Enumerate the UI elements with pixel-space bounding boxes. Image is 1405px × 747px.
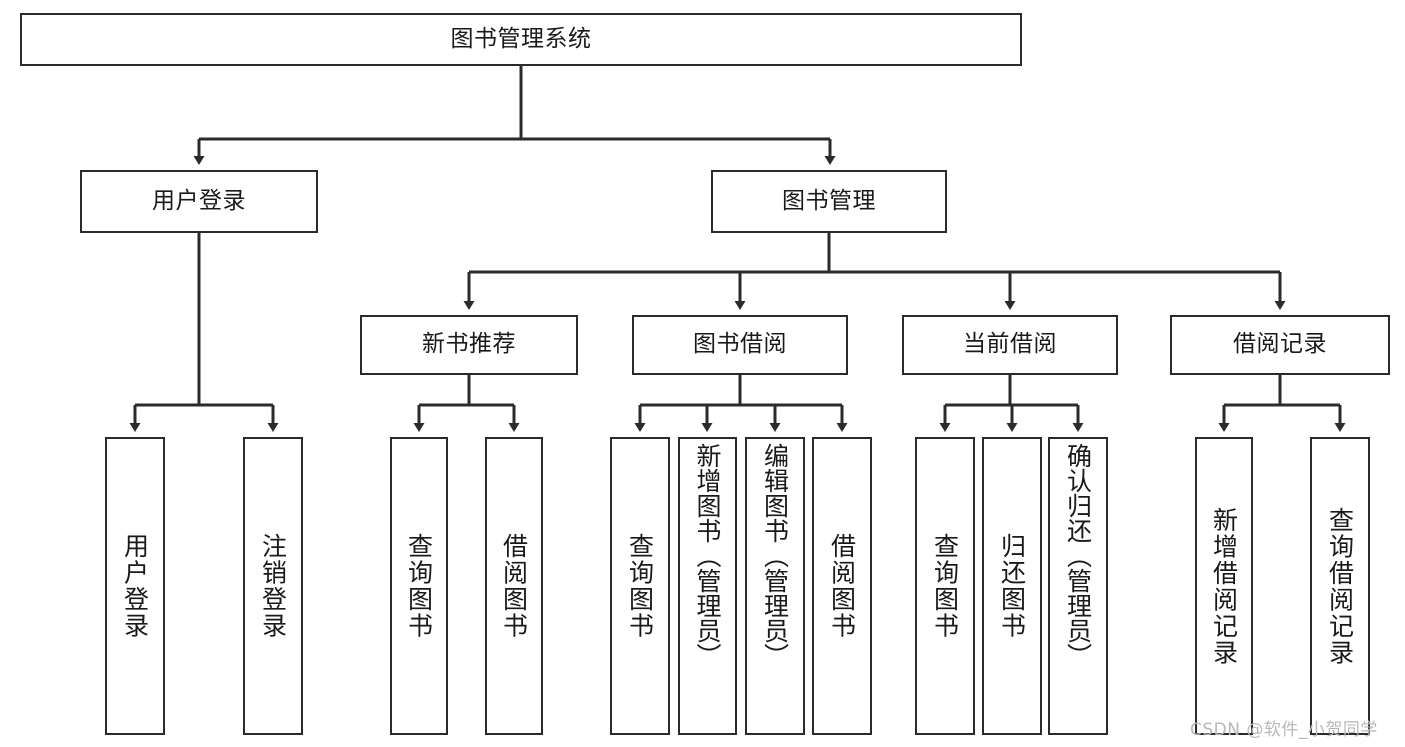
leaf-logout[interactable]: 注销登录 (243, 437, 303, 735)
leaf-user-login[interactable]: 用户登录 (105, 437, 165, 735)
node-user-login[interactable]: 用户登录 (80, 170, 318, 233)
leaf-user-login-label: 用户登录 (120, 533, 150, 639)
node-current-borrow[interactable]: 当前借阅 (902, 315, 1118, 375)
node-borrow-record-label: 借阅记录 (1233, 331, 1327, 358)
leaf-borrow-book-recommend-label: 借阅图书 (499, 533, 529, 639)
node-new-book-recommend-label: 新书推荐 (422, 331, 516, 358)
leaf-query-book-current-label: 查询图书 (930, 533, 960, 639)
node-root-label: 图书管理系统 (450, 25, 592, 52)
leaf-add-borrow-record[interactable]: 新增借阅记录 (1195, 437, 1253, 735)
node-book-borrow[interactable]: 图书借阅 (632, 315, 848, 375)
leaf-return-book[interactable]: 归还图书 (982, 437, 1042, 735)
node-borrow-record[interactable]: 借阅记录 (1170, 315, 1390, 375)
leaf-return-book-label: 归还图书 (997, 533, 1027, 639)
leaf-logout-label: 注销登录 (258, 533, 288, 639)
leaf-confirm-return-admin-label: 确认归还（管理员） (1063, 443, 1093, 668)
node-book-management-label: 图书管理 (782, 187, 876, 214)
node-root[interactable]: 图书管理系统 (20, 13, 1022, 66)
leaf-confirm-return-admin[interactable]: 确认归还（管理员） (1048, 437, 1108, 735)
leaf-add-book-admin-label: 新增图书（管理员） (693, 443, 722, 668)
leaf-edit-book-admin[interactable]: 编辑图书（管理员） (745, 437, 805, 735)
leaf-query-borrow-record[interactable]: 查询借阅记录 (1310, 437, 1370, 735)
leaf-borrow-book[interactable]: 借阅图书 (812, 437, 872, 735)
node-book-management[interactable]: 图书管理 (711, 170, 947, 233)
leaf-query-book-borrow[interactable]: 查询图书 (610, 437, 670, 735)
node-book-borrow-label: 图书借阅 (693, 331, 787, 358)
leaf-add-borrow-record-label: 新增借阅记录 (1209, 506, 1239, 666)
leaf-query-book-recommend[interactable]: 查询图书 (390, 437, 448, 735)
node-new-book-recommend[interactable]: 新书推荐 (360, 315, 578, 375)
leaf-query-book-borrow-label: 查询图书 (625, 533, 655, 639)
leaf-borrow-book-recommend[interactable]: 借阅图书 (485, 437, 543, 735)
leaf-borrow-book-label: 借阅图书 (827, 533, 857, 639)
node-user-login-label: 用户登录 (152, 187, 246, 214)
leaf-query-book-recommend-label: 查询图书 (404, 533, 434, 639)
leaf-add-book-admin[interactable]: 新增图书（管理员） (678, 437, 737, 735)
csdn-watermark: CSDN @软件_小贺同学 (1190, 720, 1378, 740)
leaf-query-book-current[interactable]: 查询图书 (915, 437, 975, 735)
leaf-edit-book-admin-label: 编辑图书（管理员） (760, 443, 790, 668)
node-current-borrow-label: 当前借阅 (963, 331, 1057, 358)
leaf-query-borrow-record-label: 查询借阅记录 (1325, 506, 1355, 666)
